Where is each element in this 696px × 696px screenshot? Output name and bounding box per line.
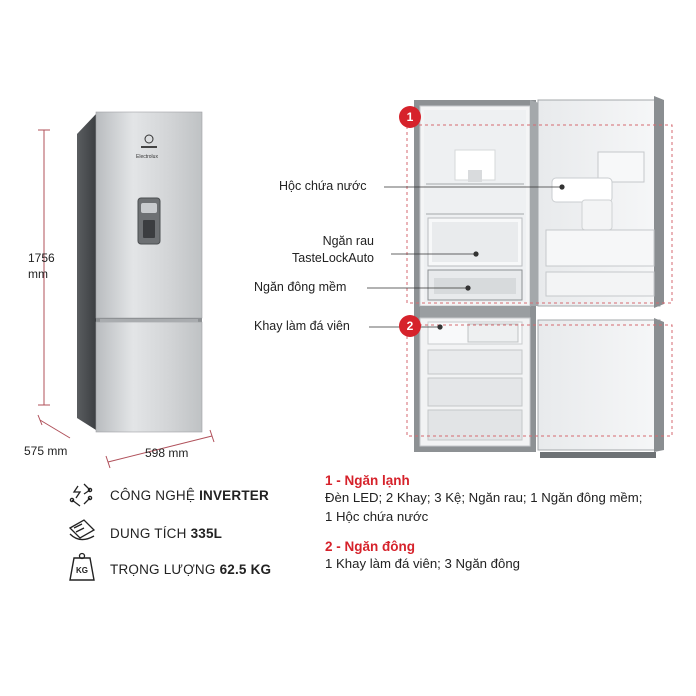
callout-leaders [367,184,565,330]
weight-kg-icon [69,552,95,581]
ice-tray-label: Khay làm đá viên [254,319,350,333]
width-label: 598 mm [145,446,189,460]
width-dimension-line [105,429,215,469]
capacity-icon [68,519,96,541]
closed-fridge [77,111,203,433]
spec-capacity-value: 335L [190,526,223,541]
water-tank-label: Hộc chứa nước [279,179,367,193]
depth-label: 575 mm [24,444,68,458]
fridge-section-line2: 1 Hộc chứa nước [325,509,429,524]
height-value-label: 1756 [28,251,55,265]
depth-dimension-line [37,414,71,439]
crisper-label-line2: TasteLockAuto [292,251,374,265]
spec-capacity-label: DUNG TÍCH [110,526,187,541]
weight-icon-text: KG [76,566,88,575]
fridge-section-line1: Đèn LED; 2 Khay; 3 Kệ; Ngăn rau; 1 Ngăn … [325,490,643,505]
spec-inverter-value: INVERTER [199,488,269,503]
spec-inverter-label: CÔNG NGHỆ [110,488,196,503]
fridge-section-title: 1 - Ngăn lạnh [325,473,410,488]
spec-inverter: CÔNG NGHỆ INVERTER [110,488,269,503]
spec-capacity: DUNG TÍCH 335L [110,526,222,541]
freezer-zone-badge: 2 [399,315,421,337]
inverter-chip-icon [69,483,93,507]
height-unit-label: mm [28,267,48,281]
fridge-zone-badge: 1 [399,106,421,128]
spec-weight-value: 62.5 KG [219,562,272,577]
freezer-section-line1: 1 Khay làm đá viên; 3 Ngăn đông [325,556,521,571]
fridge-zone-outline [406,124,673,304]
crisper-label-line1: Ngăn rau [322,234,374,248]
freezer-section-title: 2 - Ngăn đông [325,539,415,554]
open-fridge [414,96,664,458]
spec-weight-label: TRỌNG LƯỢNG [110,562,216,577]
freezer-zone-outline [406,324,673,437]
height-dimension-line [38,129,50,406]
spec-weight: TRỌNG LƯỢNG 62.5 KG [110,562,271,577]
brand-logo-text: Electrolux [136,154,158,160]
soft-freeze-label: Ngăn đông mềm [254,280,347,294]
